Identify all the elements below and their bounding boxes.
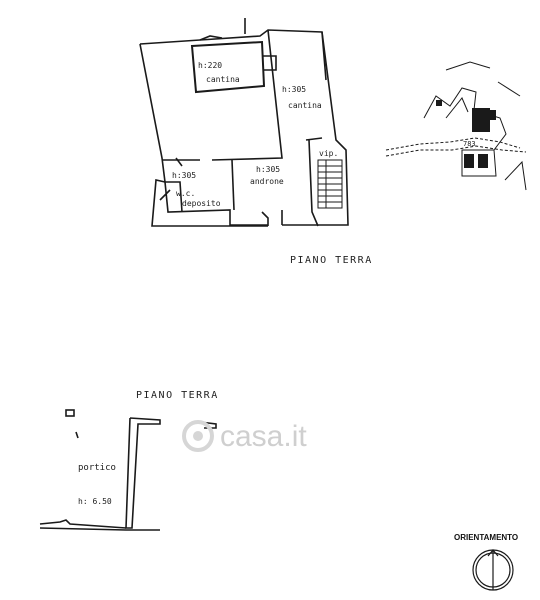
lower-area-name: portico <box>78 463 116 473</box>
lower-plan-walls <box>39 409 217 531</box>
room-name-deposito: deposito <box>182 199 221 208</box>
orientation-label: ORIENTAMENTO <box>454 533 518 542</box>
casa-watermark: casa.it <box>182 420 307 453</box>
room-name-cantina-large: cantina <box>288 101 322 110</box>
watermark-text: casa.it <box>220 420 307 453</box>
room-name-wc: w.c. <box>176 189 195 198</box>
room-height-wc: h:305 <box>172 171 196 180</box>
stair-label: vip. <box>319 149 338 158</box>
parcel-number: 783 <box>463 140 476 148</box>
lower-area-height: h: 6.50 <box>78 497 112 506</box>
lower-floor-title: PIANO TERRA <box>136 390 219 401</box>
room-name-androne: androne <box>250 177 284 186</box>
room-height-cantina-small: h:220 <box>198 61 222 70</box>
upper-plan-walls <box>139 18 349 227</box>
compass-icon <box>472 549 514 591</box>
site-map-buildings <box>436 100 496 168</box>
site-map <box>385 61 527 191</box>
room-height-androne: h:305 <box>256 165 280 174</box>
upper-floor-title: PIANO TERRA <box>290 255 373 266</box>
stair <box>317 159 343 209</box>
room-name-cantina-small: cantina <box>206 75 240 84</box>
room-height-cantina-large: h:305 <box>282 85 306 94</box>
